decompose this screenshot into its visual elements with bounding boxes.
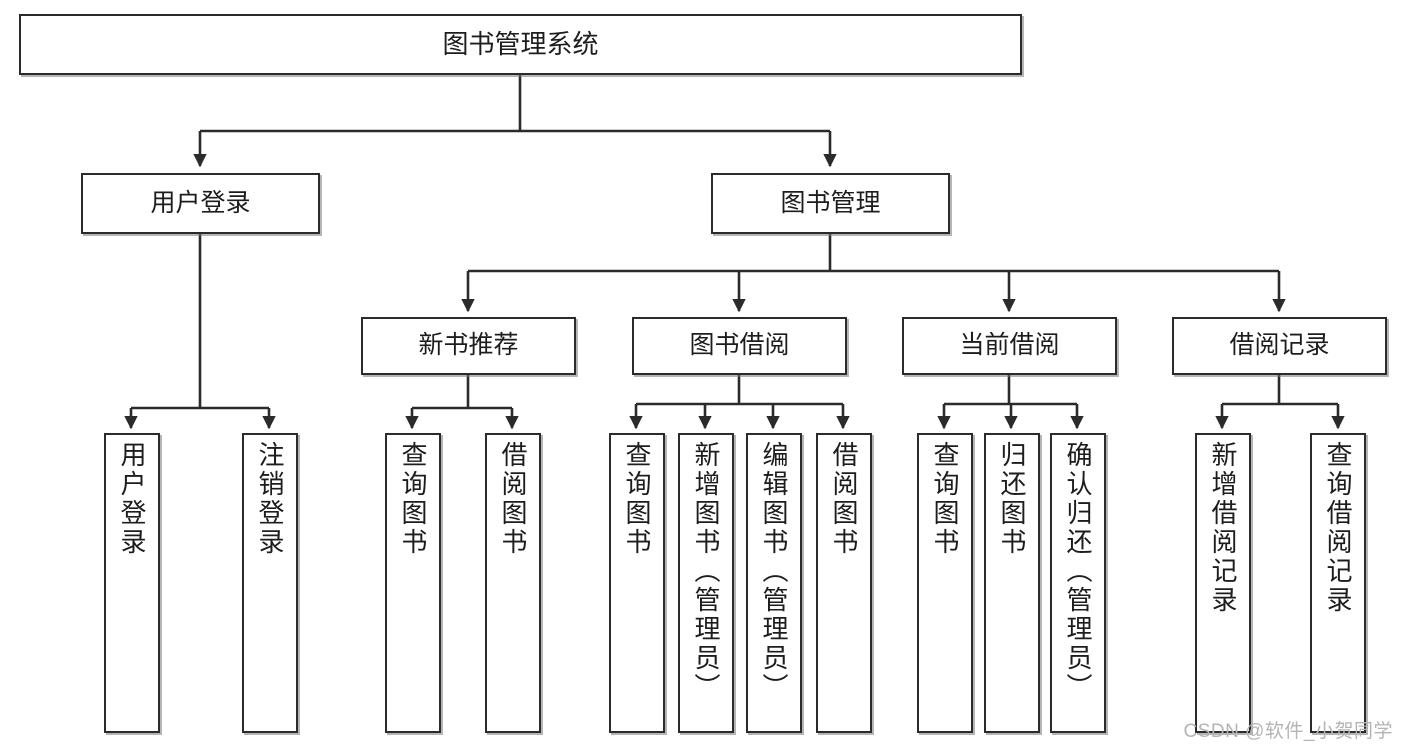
node-root[interactable]: 图书管理系统 [19,14,1022,75]
node-user-login-label: 用户登录 [150,188,251,217]
node-leaf-borrow-query[interactable]: 查询图书 [609,433,665,733]
node-current-borrow-label: 当前借阅 [959,331,1060,360]
node-root-label: 图书管理系统 [442,29,599,60]
node-leaf-rec-borrow-label: 借阅图书 [498,441,528,557]
node-leaf-borrow-edit-label: 编辑图书（管理员） [759,441,789,702]
node-leaf-rec-borrow[interactable]: 借阅图书 [485,433,541,733]
node-leaf-user-login-label: 用户登录 [117,441,147,557]
node-leaf-rec-add-label: 新增借阅记录 [1208,441,1238,615]
node-leaf-cur-confirm-label: 确认归还（管理员） [1063,441,1093,702]
node-leaf-rec-query2-label: 查询借阅记录 [1323,441,1353,615]
node-book-manage[interactable]: 图书管理 [711,173,950,234]
node-new-book-rec[interactable]: 新书推荐 [361,317,576,375]
node-book-manage-label: 图书管理 [780,188,881,217]
node-leaf-user-logout[interactable]: 注销登录 [242,433,298,733]
node-leaf-borrow-borrow-label: 借阅图书 [829,441,859,557]
node-leaf-cur-return-label: 归还图书 [997,441,1027,557]
node-leaf-borrow-add-label: 新增图书（管理员） [691,441,721,702]
node-leaf-user-logout-label: 注销登录 [255,441,285,557]
node-leaf-rec-query[interactable]: 查询图书 [385,433,441,733]
node-leaf-borrow-borrow[interactable]: 借阅图书 [816,433,872,733]
node-leaf-rec-query-label: 查询图书 [398,441,428,557]
node-borrow-record-label: 借阅记录 [1229,331,1330,360]
node-book-borrow[interactable]: 图书借阅 [632,317,847,375]
node-book-borrow-label: 图书借阅 [689,331,790,360]
node-leaf-cur-return[interactable]: 归还图书 [984,433,1040,733]
node-leaf-borrow-add[interactable]: 新增图书（管理员） [678,433,734,733]
node-borrow-record[interactable]: 借阅记录 [1172,317,1387,375]
node-user-login[interactable]: 用户登录 [81,173,320,234]
node-leaf-borrow-query-label: 查询图书 [622,441,652,557]
watermark-text: CSDN @软件_小贺同学 [1183,721,1393,742]
node-leaf-borrow-edit[interactable]: 编辑图书（管理员） [746,433,802,733]
node-leaf-cur-query-label: 查询图书 [930,441,960,557]
node-leaf-rec-add[interactable]: 新增借阅记录 [1195,433,1251,733]
node-leaf-user-login[interactable]: 用户登录 [104,433,160,733]
node-leaf-cur-confirm[interactable]: 确认归还（管理员） [1050,433,1106,733]
node-leaf-rec-query2[interactable]: 查询借阅记录 [1310,433,1366,733]
node-current-borrow[interactable]: 当前借阅 [902,317,1117,375]
node-new-book-rec-label: 新书推荐 [418,331,519,360]
node-leaf-cur-query[interactable]: 查询图书 [917,433,973,733]
